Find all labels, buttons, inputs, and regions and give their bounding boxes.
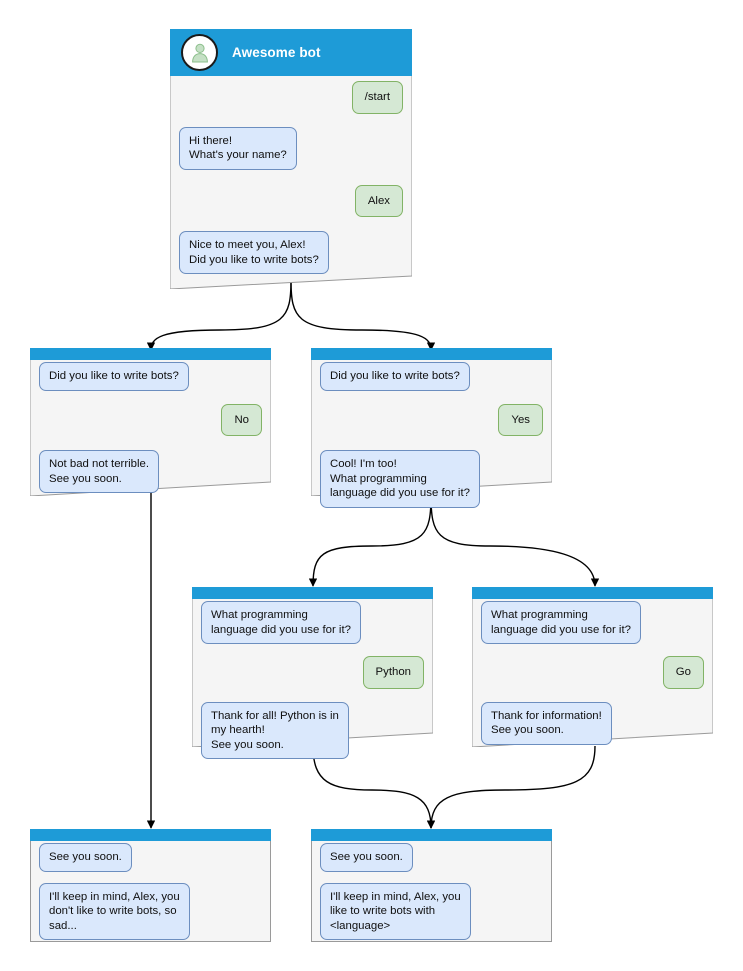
window-header-go-branch xyxy=(472,587,713,599)
bot-message-bubble[interactable]: I'll keep in mind, Alex, you don't like … xyxy=(39,882,190,940)
message-row: Yes xyxy=(320,403,543,436)
user-avatar-icon xyxy=(181,34,218,71)
bot-message-bubble[interactable]: See you soon. xyxy=(39,843,132,872)
bot-message-bubble[interactable]: Hi there! What's your name? xyxy=(179,126,297,170)
window-title: Awesome bot xyxy=(232,45,321,60)
window-header-yes-branch xyxy=(311,348,552,360)
user-message-bubble[interactable]: /start xyxy=(351,81,403,114)
message-row: Not bad not terrible. See you soon. xyxy=(39,450,262,493)
chat-window-end-happy[interactable]: See you soon. I'll keep in mind, Alex, y… xyxy=(311,829,552,942)
message-row: I'll keep in mind, Alex, you like to wri… xyxy=(320,882,543,940)
message-row: Python xyxy=(201,656,424,689)
chat-window-go-branch[interactable]: What programming language did you use fo… xyxy=(472,587,713,747)
chat-window-end-sad[interactable]: See you soon. I'll keep in mind, Alex, y… xyxy=(30,829,271,942)
edge-go-to-end-happy xyxy=(426,745,596,829)
edge-root-to-yes xyxy=(290,279,436,351)
user-message-bubble[interactable]: Python xyxy=(362,656,424,689)
bot-message-bubble[interactable]: I'll keep in mind, Alex, you like to wri… xyxy=(320,882,471,940)
user-message-bubble[interactable]: Alex xyxy=(354,184,403,217)
message-row: Hi there! What's your name? xyxy=(179,126,403,170)
edge-root-to-no xyxy=(146,279,292,351)
message-row: Go xyxy=(481,656,704,689)
message-row: I'll keep in mind, Alex, you don't like … xyxy=(39,882,262,940)
bot-message-bubble[interactable]: Thank for all! Python is in my hearth! S… xyxy=(201,701,349,759)
user-message-bubble[interactable]: Go xyxy=(662,656,704,689)
message-row: What programming language did you use fo… xyxy=(481,601,704,644)
message-row: Did you like to write bots? xyxy=(320,362,543,391)
window-header-python-branch xyxy=(192,587,433,599)
bot-message-bubble[interactable]: Nice to meet you, Alex! Did you like to … xyxy=(179,231,329,274)
bot-message-bubble[interactable]: Not bad not terrible. See you soon. xyxy=(39,450,160,493)
bot-message-bubble[interactable]: What programming language did you use fo… xyxy=(201,601,361,644)
message-row: No xyxy=(39,403,262,436)
message-row: Did you like to write bots? xyxy=(39,362,262,391)
window-header-no-branch xyxy=(30,348,271,360)
message-row: Thank for all! Python is in my hearth! S… xyxy=(201,701,424,759)
window-header-end-happy xyxy=(311,829,552,841)
bot-message-bubble[interactable]: Did you like to write bots? xyxy=(320,362,470,391)
bot-message-bubble[interactable]: Cool! I'm too! What programming language… xyxy=(320,450,480,508)
message-row: Alex xyxy=(179,184,403,217)
bot-message-bubble[interactable]: Did you like to write bots? xyxy=(39,362,189,391)
window-header-root: Awesome bot xyxy=(170,29,412,76)
message-row: See you soon. xyxy=(320,843,543,872)
chat-window-no-branch[interactable]: Did you like to write bots? No Not bad n… xyxy=(30,348,271,496)
message-row: /start xyxy=(179,81,403,114)
message-row: What programming language did you use fo… xyxy=(201,601,424,644)
bot-message-bubble[interactable]: What programming language did you use fo… xyxy=(481,601,641,644)
message-row: See you soon. xyxy=(39,843,262,872)
chat-window-root[interactable]: Awesome bot /start Hi there! What's your… xyxy=(170,29,412,289)
user-message-bubble[interactable]: Yes xyxy=(498,403,543,436)
user-message-bubble[interactable]: No xyxy=(221,403,262,436)
edge-yes-to-go xyxy=(430,495,600,587)
message-row: Cool! I'm too! What programming language… xyxy=(320,450,543,508)
bot-message-bubble[interactable]: See you soon. xyxy=(320,843,413,872)
bot-message-bubble[interactable]: Thank for information! See you soon. xyxy=(481,701,612,745)
window-header-end-sad xyxy=(30,829,271,841)
message-row: Thank for information! See you soon. xyxy=(481,701,704,745)
message-row: Nice to meet you, Alex! Did you like to … xyxy=(179,231,403,274)
edge-yes-to-python xyxy=(308,495,432,587)
chat-window-yes-branch[interactable]: Did you like to write bots? Yes Cool! I'… xyxy=(311,348,552,508)
chat-window-python-branch[interactable]: What programming language did you use fo… xyxy=(192,587,433,759)
